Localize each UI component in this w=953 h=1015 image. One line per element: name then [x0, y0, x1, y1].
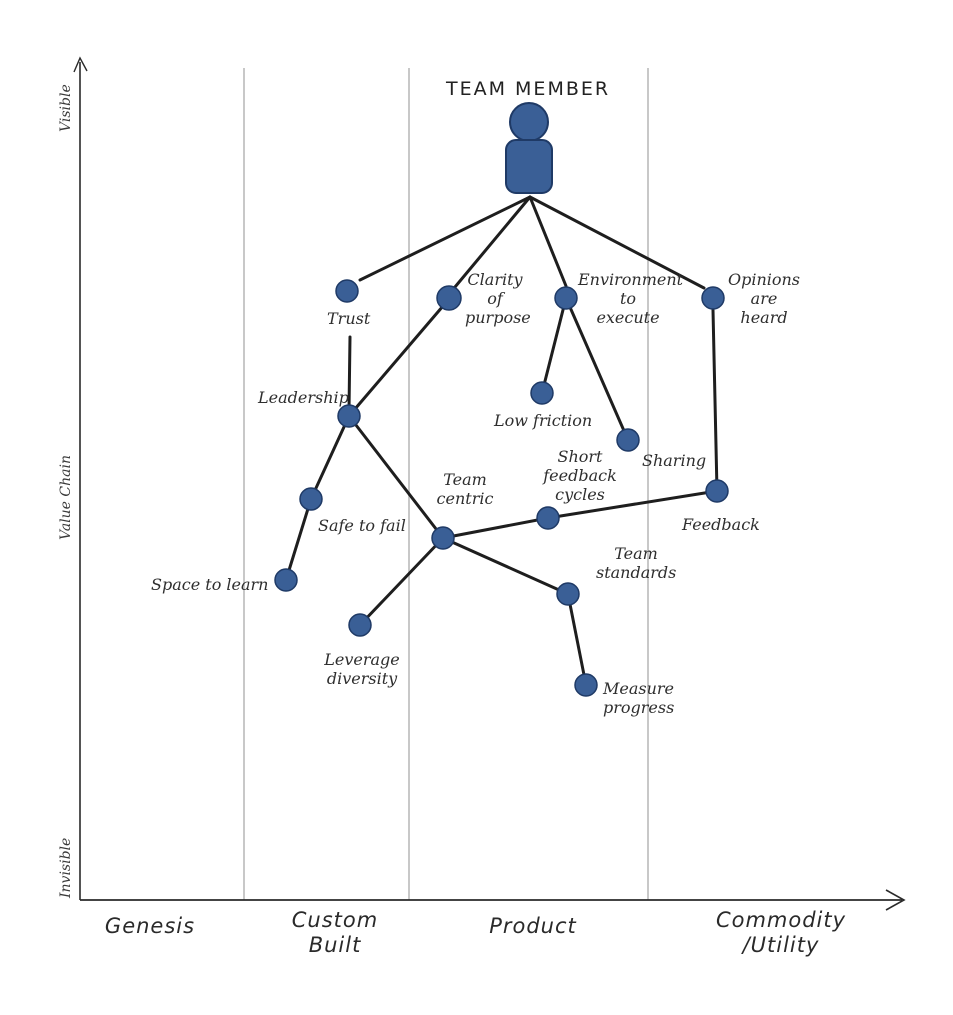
y-axis-arrowhead — [73, 56, 88, 73]
node-leadership — [337, 404, 361, 428]
edge-shortfeedback-feedback — [546, 489, 719, 520]
label-short-feedback-cycles: Short feedback cycles — [543, 447, 617, 504]
y-axis-bottom-label: Invisible — [58, 837, 74, 898]
node-opinions-are-heard — [701, 286, 725, 310]
edge-safetofail-spacetolearn — [284, 497, 313, 582]
label-opinions-are-heard: Opinions are heard — [727, 270, 801, 327]
edge-environment-lowfriction — [540, 296, 568, 395]
node-team-centric — [431, 526, 455, 550]
edge-member-opinions — [528, 195, 706, 290]
node-safe-to-fail — [299, 487, 323, 511]
label-clarity-of-purpose: Clarity of purpose — [465, 270, 531, 327]
label-feedback: Feedback — [682, 515, 760, 534]
stage-custom-built: Custom Built — [291, 908, 379, 957]
edge-environment-sharing — [564, 296, 630, 442]
edge-trust-leadership — [347, 335, 352, 412]
node-clarity-of-purpose — [436, 285, 462, 311]
edge-clarity-leadership — [347, 297, 451, 418]
node-trust — [335, 279, 359, 303]
edge-leadership-teamcentric — [347, 414, 445, 540]
stage-genesis: Genesis — [104, 914, 196, 938]
edge-opinions-feedback — [711, 308, 719, 493]
stage-product: Product — [489, 914, 577, 938]
label-team-standards: Team standards — [596, 544, 677, 582]
node-short-feedback-cycles — [536, 506, 560, 530]
label-safe-to-fail: Safe to fail — [318, 516, 406, 535]
node-space-to-learn — [274, 568, 298, 592]
label-measure-progress: Measure progress — [603, 679, 675, 717]
node-low-friction — [530, 381, 554, 405]
edge-leadership-safetofail — [309, 414, 351, 501]
diagram-title: TEAM MEMBER — [446, 78, 611, 100]
label-environment-to-execute: Environment to execute — [578, 270, 684, 327]
node-measure-progress — [574, 673, 598, 697]
y-axis-label: Value Chain — [58, 455, 74, 540]
label-leverage-diversity: Leverage diversity — [324, 650, 400, 688]
label-sharing: Sharing — [642, 451, 707, 470]
edge-teamstandards-measure — [566, 592, 588, 687]
node-leverage-diversity — [348, 613, 372, 637]
label-team-centric: Team centric — [436, 470, 494, 508]
edge-member-clarity — [453, 195, 532, 289]
label-trust: Trust — [327, 309, 371, 328]
label-low-friction: Low friction — [494, 411, 593, 430]
edge-teamcentric-shortfeedback — [441, 516, 550, 540]
edge-teamcentric-teamstandards — [441, 536, 570, 596]
node-feedback — [705, 479, 729, 503]
team-member-icon — [505, 102, 553, 194]
x-axis-arrowhead — [885, 889, 906, 911]
edge-member-trust — [358, 195, 532, 282]
label-leadership: Leadership — [258, 388, 349, 407]
node-environment-to-execute — [554, 286, 578, 310]
stage-commodity-utility: Commodity /Utility — [715, 908, 847, 957]
label-space-to-learn: Space to learn — [151, 575, 269, 594]
y-axis-top-label: Visible — [58, 84, 74, 132]
edge-teamcentric-leverage — [358, 536, 445, 627]
edge-member-environment — [528, 195, 568, 288]
node-team-standards — [556, 582, 580, 606]
node-sharing — [616, 428, 640, 452]
